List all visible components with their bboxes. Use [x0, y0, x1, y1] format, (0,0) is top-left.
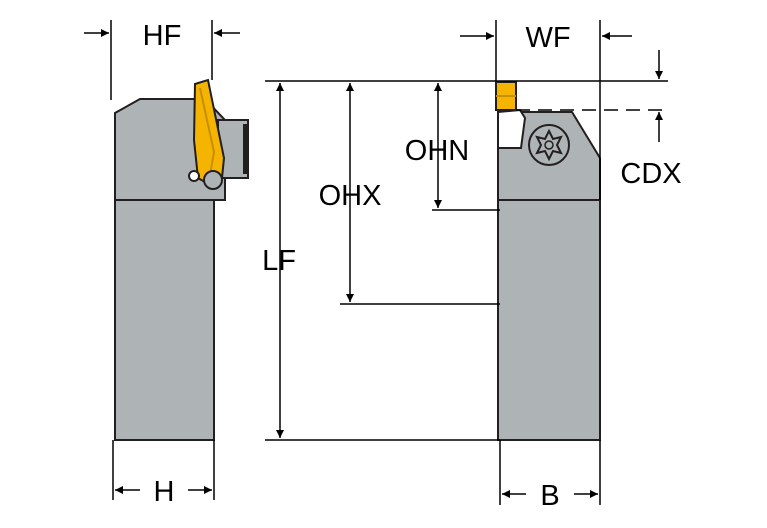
label-h: H	[154, 476, 175, 508]
side-view	[114, 78, 249, 441]
label-wf: WF	[525, 22, 570, 54]
side-view-screw	[203, 170, 223, 190]
dimension-lines	[84, 20, 668, 505]
front-view-insert-seat	[497, 108, 527, 149]
dimension-labels: HF WF OHN OHX CDX LF H B	[143, 20, 682, 512]
front-view	[495, 81, 601, 441]
label-ohx: OHX	[319, 180, 382, 212]
front-view-shank	[497, 199, 601, 441]
side-view-clamp-edge	[243, 124, 249, 174]
label-hf: HF	[143, 20, 182, 52]
label-ohn: OHN	[405, 135, 469, 167]
label-lf: LF	[262, 245, 296, 277]
torx-screw-icon	[528, 124, 570, 166]
label-b: B	[540, 480, 559, 512]
side-view-insert-edge	[199, 87, 216, 176]
side-view-shank	[114, 199, 215, 441]
label-cdx: CDX	[620, 158, 681, 190]
side-view-pin	[188, 170, 200, 182]
